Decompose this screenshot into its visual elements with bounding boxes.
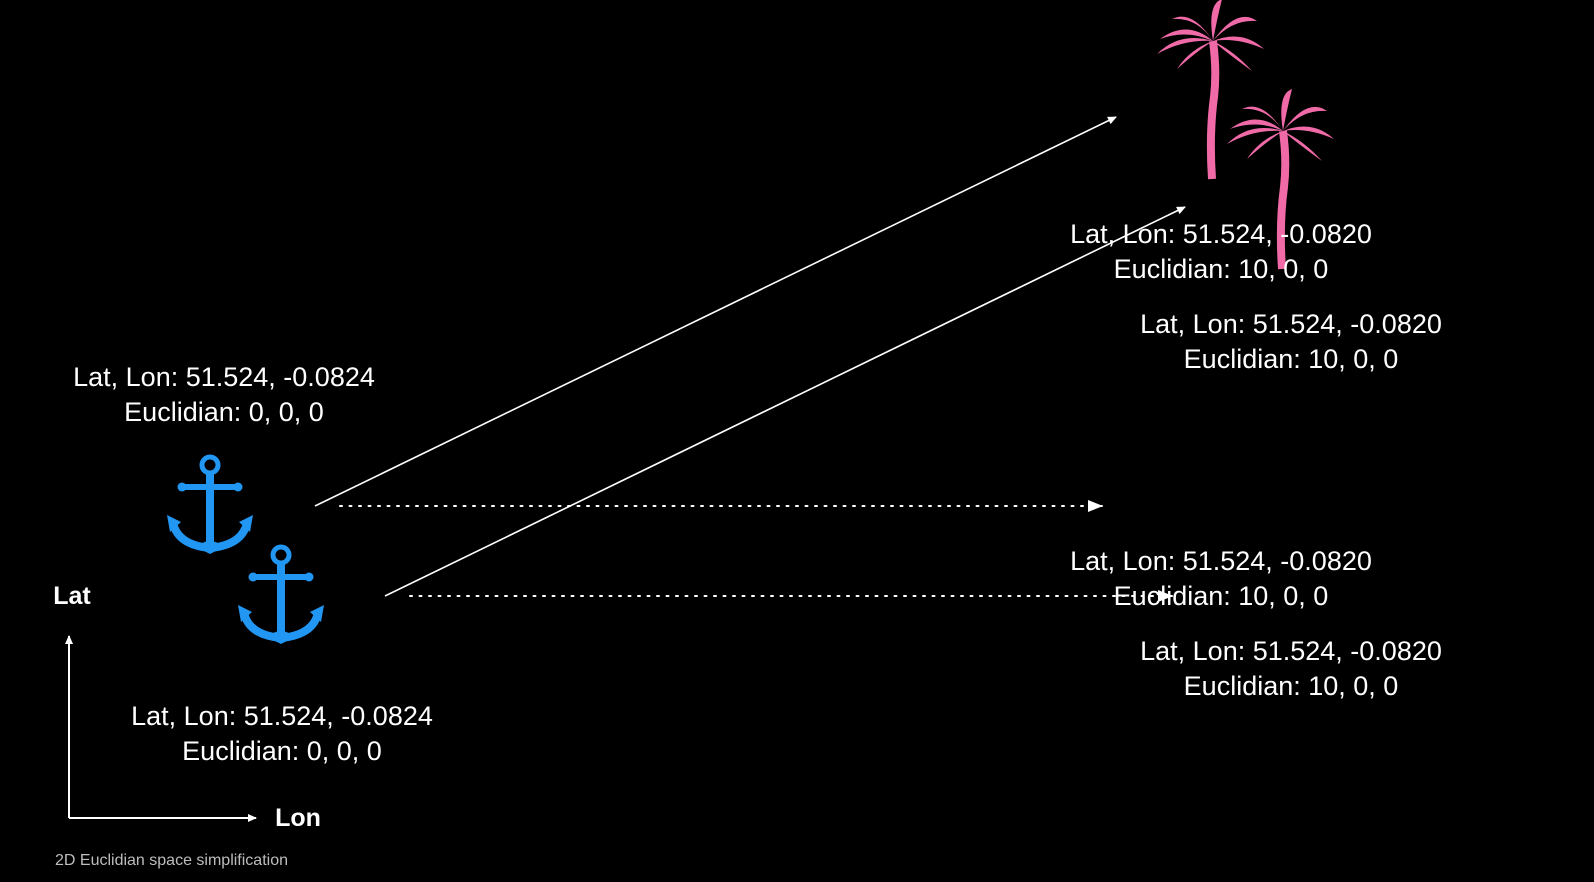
destination-euclid: Euclidian: 10, 0, 0 (1184, 671, 1399, 701)
anchor-icon (167, 457, 253, 554)
connectors (314, 116, 1186, 602)
origin-euclid: Euclidian: 0, 0, 0 (124, 397, 324, 427)
x-axis-label: Lon (275, 804, 321, 832)
destination-label-4: Lat, Lon: 51.524, -0.0820 Euclidian: 10,… (1140, 636, 1442, 701)
origin-label-1: Lat, Lon: 51.524, -0.0824 Euclidian: 0, … (73, 362, 375, 427)
palm-tree-icon (1157, 0, 1264, 179)
origin-latlon: Lat, Lon: 51.524, -0.0824 (73, 362, 375, 392)
destination-euclid: Euclidian: 10, 0, 0 (1184, 344, 1399, 374)
destination-label-3: Lat, Lon: 51.524, -0.0820 Euclidian: 10,… (1070, 546, 1372, 611)
anchor-icon (238, 547, 324, 644)
origin-latlon: Lat, Lon: 51.524, -0.0824 (131, 701, 433, 731)
destination-euclid: Euclidian: 10, 0, 0 (1114, 254, 1329, 284)
diagonal-arrow-2 (384, 206, 1186, 597)
destination-euclid: Euclidian: 10, 0, 0 (1114, 581, 1329, 611)
axes: Lat Lon (53, 582, 321, 832)
caption: 2D Euclidian space simplification (55, 852, 288, 869)
destination-latlon: Lat, Lon: 51.524, -0.0820 (1140, 636, 1442, 666)
destination-label-1: Lat, Lon: 51.524, -0.0820 Euclidian: 10,… (1070, 219, 1372, 284)
origin-label-2: Lat, Lon: 51.524, -0.0824 Euclidian: 0, … (131, 701, 433, 766)
destination-label-2: Lat, Lon: 51.524, -0.0820 Euclidian: 10,… (1140, 309, 1442, 374)
origin-euclid: Euclidian: 0, 0, 0 (182, 736, 382, 766)
y-axis-label: Lat (53, 582, 91, 610)
destination-latlon: Lat, Lon: 51.524, -0.0820 (1140, 309, 1442, 339)
destination-latlon: Lat, Lon: 51.524, -0.0820 (1070, 546, 1372, 576)
diagonal-arrow-1 (314, 116, 1117, 507)
destination-latlon: Lat, Lon: 51.524, -0.0820 (1070, 219, 1372, 249)
